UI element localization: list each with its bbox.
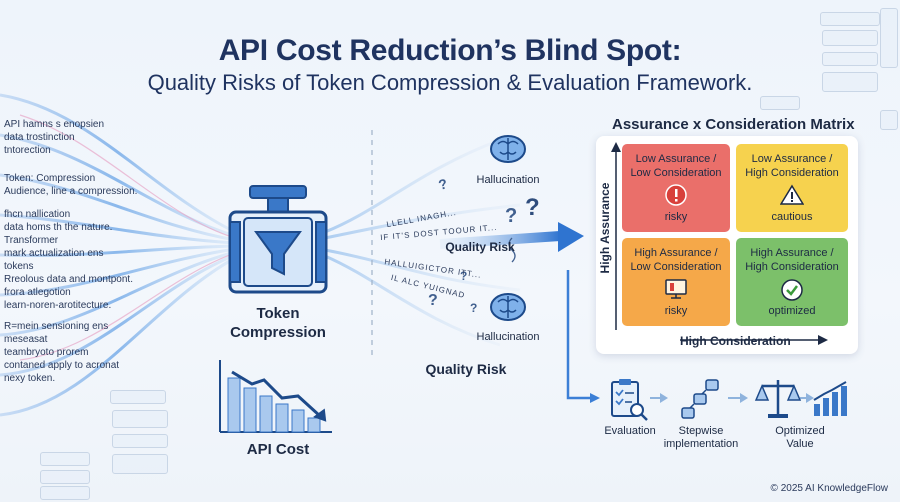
copyright-footer: © 2025 AI KnowledgeFlow — [770, 483, 888, 494]
x-axis-label: High Consideration — [680, 334, 791, 348]
label-line: Optimized — [775, 425, 825, 437]
checkmark-icon — [781, 279, 803, 301]
svg-text:?: ? — [428, 292, 438, 309]
matrix-title: Assurance x Consideration Matrix — [612, 116, 855, 133]
matrix-axes — [611, 142, 828, 345]
cell-label: High Assurance / — [750, 247, 834, 259]
y-axis-label: High Assurance — [598, 182, 612, 274]
stream-line: Transformer — [4, 235, 59, 246]
matrix-cell-low-high: Low Assurance / High Consideration cauti… — [736, 144, 848, 232]
quality-risk-label-bottom: Quality Risk — [425, 361, 507, 377]
cell-label: High Assurance / — [634, 247, 718, 259]
stream-line: mark actualization ens — [4, 248, 104, 259]
stream-line: fhcn nallication — [4, 209, 71, 220]
matrix-cell-high-low: High Assurance / Low Consideration risky — [622, 238, 730, 326]
stream-line: nexy token. — [4, 373, 56, 384]
stream-line: learn-noren-arotitecture. — [4, 300, 112, 311]
label-line: implementation — [663, 438, 739, 450]
warning-icon — [780, 184, 804, 205]
stream-text-block: API hamns s enopsien data trostinction t… — [4, 118, 104, 157]
stream-line: teambryoto prorem — [4, 347, 89, 358]
api-cost-label: API Cost — [246, 441, 310, 458]
flow-step-evaluation: Evaluation — [604, 425, 656, 437]
token-compression-label: Token Compression — [222, 304, 334, 342]
cell-label: Low Consideration — [630, 167, 722, 179]
scale-icon — [754, 380, 802, 418]
cell-label: Low Consideration — [630, 261, 722, 273]
cell-label: Low Assurance / — [751, 153, 833, 165]
stream-text-block: R=mein sensioning ens meseasat teambryot… — [4, 320, 119, 385]
svg-text:?: ? — [460, 269, 467, 283]
page-title: API Cost Reduction’s Blind Spot: — [218, 34, 682, 67]
svg-text:?: ? — [505, 205, 517, 227]
stream-line: Token: Compression — [4, 173, 96, 184]
stream-text-block: fhcn nallication data homs th the nature… — [4, 208, 133, 312]
svg-text:?: ? — [525, 194, 540, 221]
stream-line: data trostinction — [4, 132, 75, 143]
stream-line: tntorection — [4, 145, 51, 156]
cell-label: High Consideration — [745, 167, 839, 179]
flow-step-stepwise: Stepwise implementation — [658, 425, 744, 451]
matrix-cell-low-low: Low Assurance / Low Consideration risky — [622, 144, 730, 232]
stream-line: data homs th the nature. — [4, 222, 113, 233]
cell-label: Low Assurance / — [635, 153, 717, 165]
stream-line: tokens — [4, 261, 34, 272]
monitor-icon — [665, 279, 687, 299]
brain-icon — [490, 135, 526, 163]
stream-line: frora atlegotion — [4, 287, 71, 298]
stream-line: contaned apply to acronat — [4, 360, 120, 371]
flow-step-optimized-value: Optimized Value — [760, 425, 840, 451]
cell-status: cautious — [771, 211, 813, 223]
brain-icon — [490, 293, 526, 321]
svg-text:?: ? — [470, 301, 477, 315]
svg-text:?: ? — [437, 175, 449, 193]
cell-status: risky — [664, 305, 688, 317]
stream-line: R=mein sensioning ens — [4, 321, 109, 332]
hallucination-label-top: Hallucination — [476, 174, 540, 186]
steps-icon — [681, 379, 719, 419]
hallucination-label-bottom: Hallucination — [476, 331, 540, 343]
stream-line: API hamns s enopsien — [4, 119, 105, 130]
stream-line: Rreolous data and montpont. — [4, 274, 133, 285]
alert-icon — [665, 184, 687, 206]
stream-line: Audience, line a compression. — [4, 186, 138, 197]
cell-status: risky — [664, 211, 688, 223]
bar-chart-icon — [219, 360, 332, 433]
label-line: Token — [256, 305, 300, 322]
bar-chart-icon — [813, 381, 847, 416]
quality-risk-label-mid: Quality Risk — [445, 240, 515, 254]
cell-status: optimized — [768, 305, 816, 317]
stream-text-block: Token: Compression Audience, line a comp… — [4, 172, 137, 198]
cell-label: High Consideration — [745, 261, 839, 273]
stream-line: meseasat — [4, 334, 48, 345]
page-subtitle: Quality Risks of Token Compression & Eva… — [147, 70, 753, 95]
funnel-icon — [228, 185, 328, 294]
label-line: Stepwise — [678, 425, 724, 437]
label-line: Compression — [230, 324, 326, 341]
label-line: Value — [786, 438, 814, 450]
clipboard-icon — [611, 379, 648, 421]
matrix-cell-high-high: High Assurance / High Consideration opti… — [736, 238, 848, 326]
